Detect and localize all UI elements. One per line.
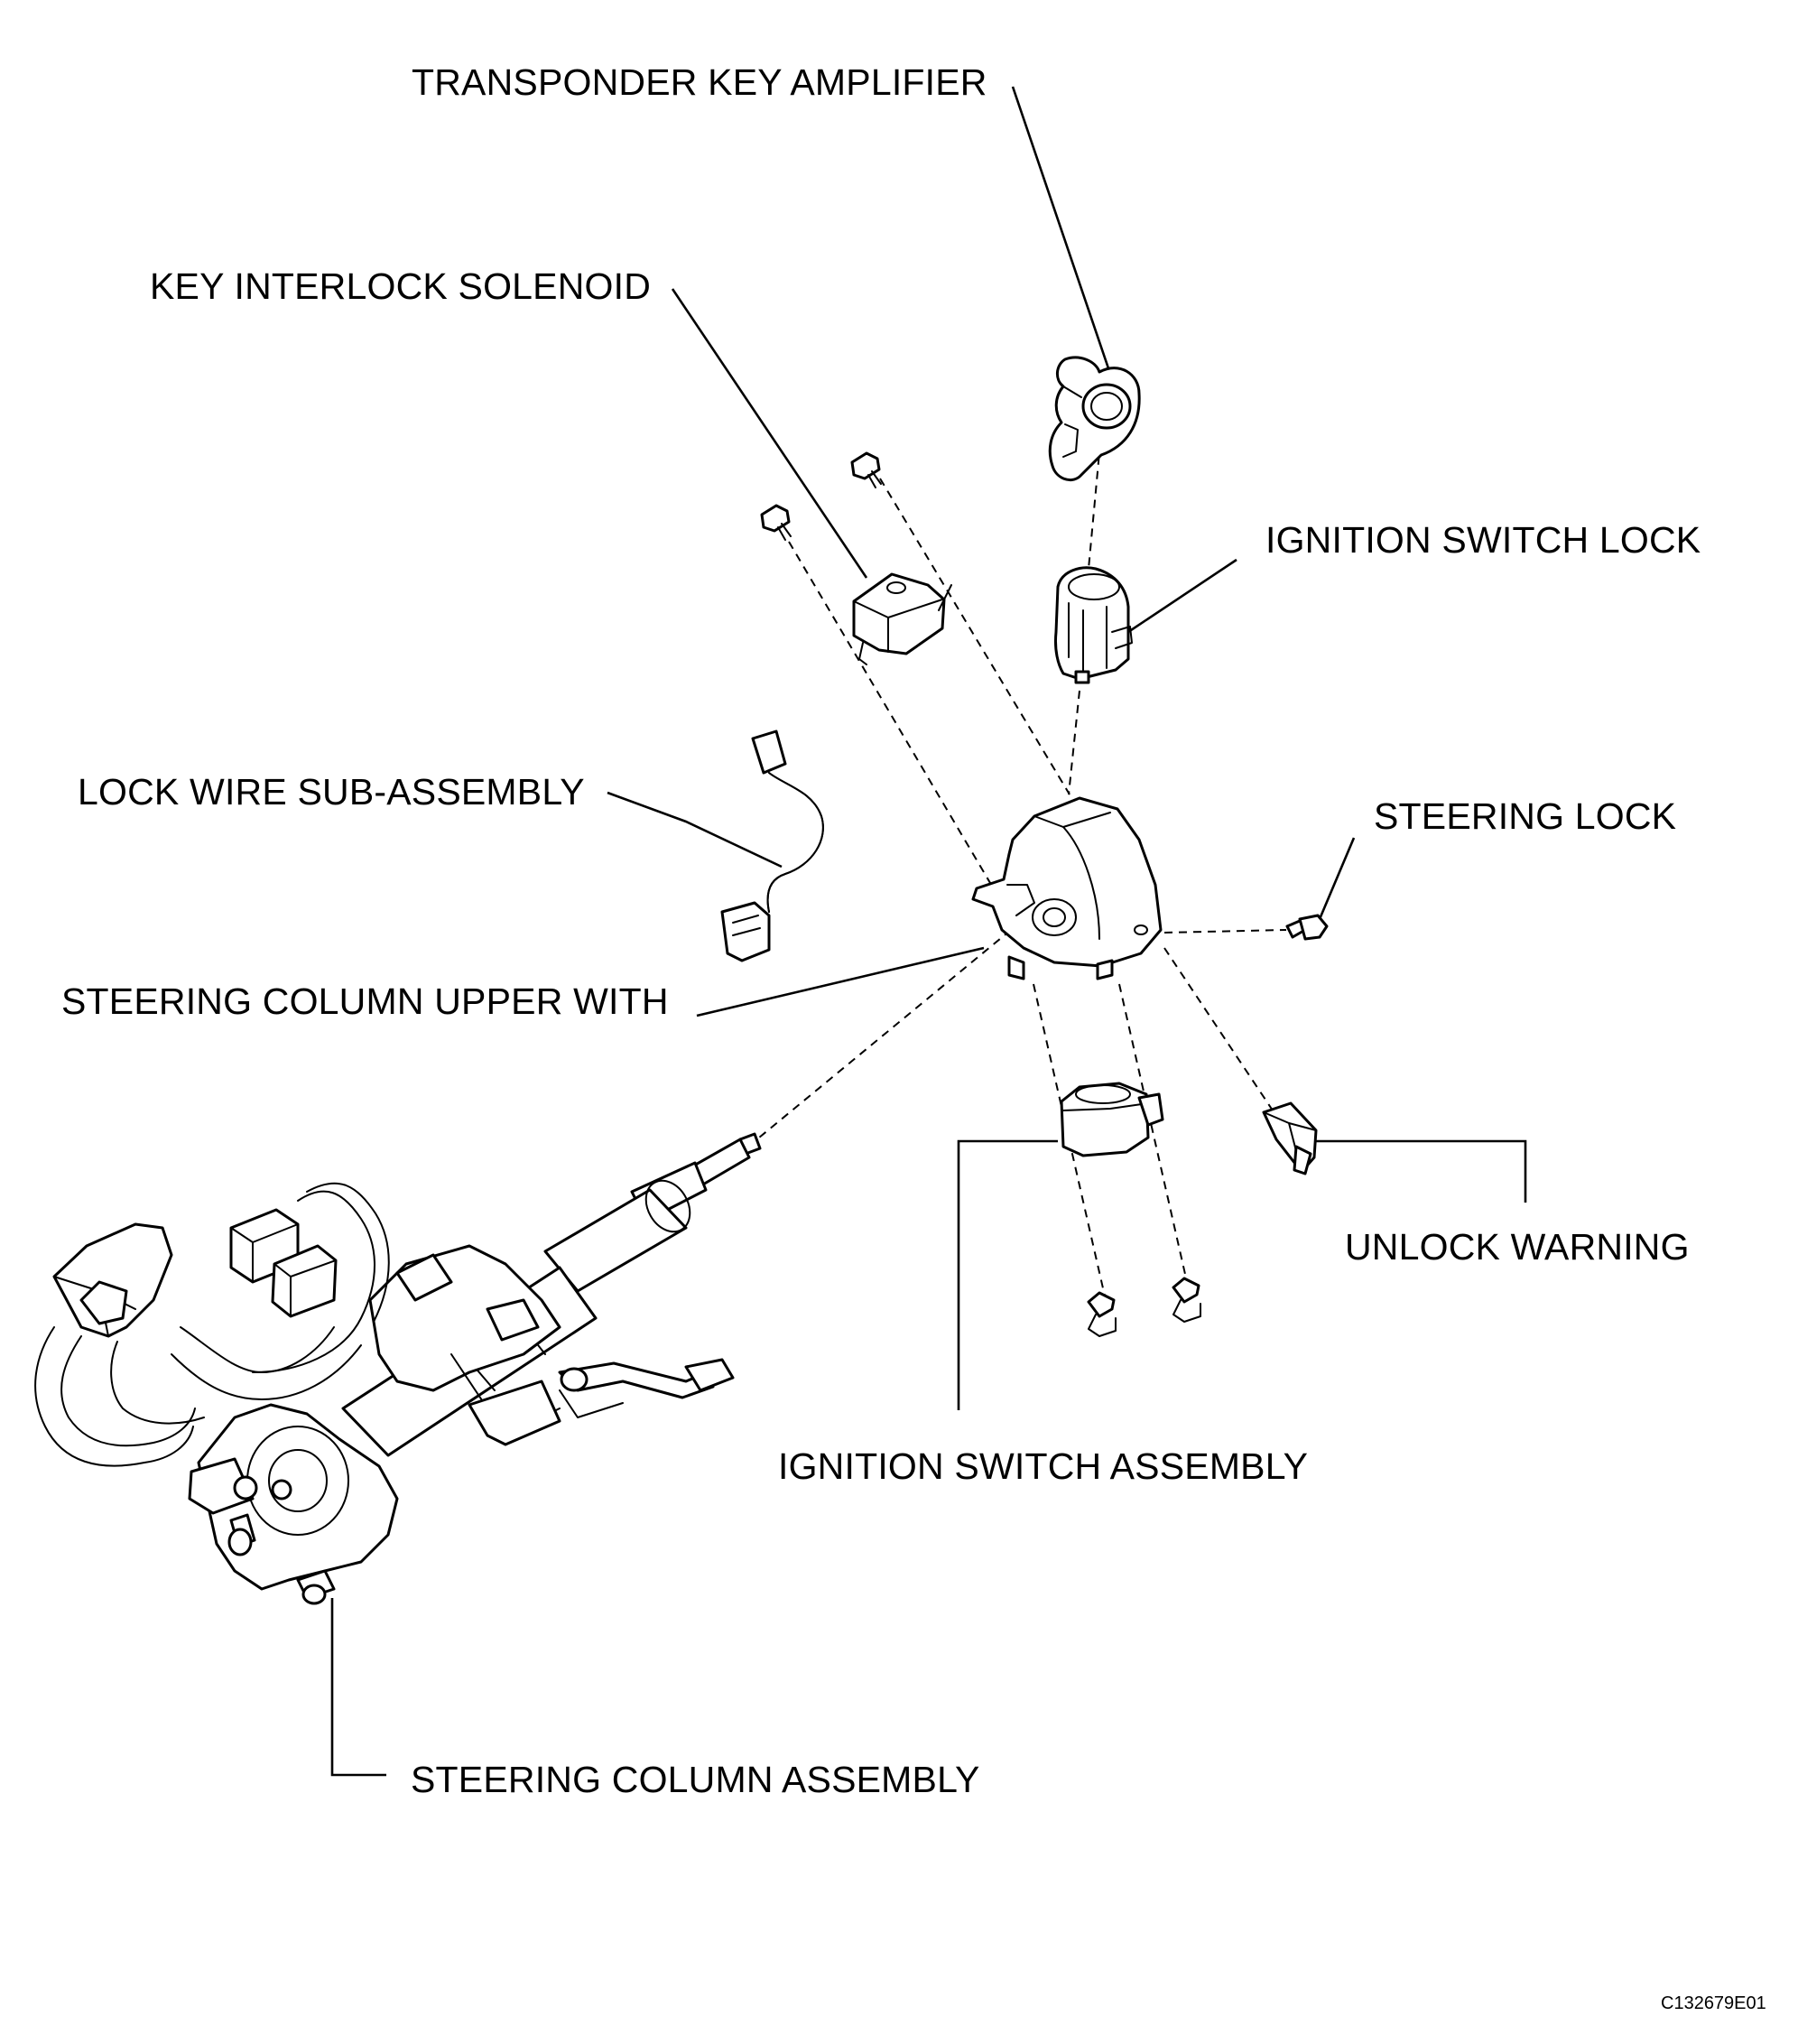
key-interlock-solenoid-part	[760, 451, 952, 665]
steering-lock-screw-part	[1285, 914, 1329, 941]
transponder-key-amplifier-label: TRANSPONDER KEY AMPLIFIER	[412, 61, 987, 103]
lock-wire-sub-assembly-label: LOCK WIRE SUB-ASSEMBLY	[78, 771, 585, 813]
ignition-switch-lock-part	[1054, 566, 1133, 684]
steering-column-assembly-part	[34, 1132, 762, 1605]
label-leader-lines	[330, 86, 1527, 1777]
steering-column-assembly-label: STEERING COLUMN ASSEMBLY	[411, 1759, 980, 1800]
ignition-switch-lock-label: IGNITION SWITCH LOCK	[1265, 519, 1701, 561]
steering-column-upper-part	[971, 796, 1163, 980]
ignition-switch-assembly-part	[1060, 1082, 1201, 1337]
steering-column-upper-with-label: STEERING COLUMN UPPER WITH	[61, 980, 669, 1022]
unlock-warning-switch-part	[1262, 1101, 1318, 1175]
ignition-switch-assembly-label: IGNITION SWITCH ASSEMBLY	[778, 1445, 1309, 1487]
figure-code-label: C132679E01	[1661, 1993, 1766, 2013]
unlock-warning-label: UNLOCK WARNING	[1345, 1226, 1690, 1268]
steering-lock-label: STEERING LOCK	[1374, 795, 1677, 837]
lock-wire-sub-assembly-part	[720, 729, 824, 962]
key-interlock-solenoid-label: KEY INTERLOCK SOLENOID	[150, 265, 652, 307]
transponder-key-amplifier-part	[1048, 356, 1141, 481]
